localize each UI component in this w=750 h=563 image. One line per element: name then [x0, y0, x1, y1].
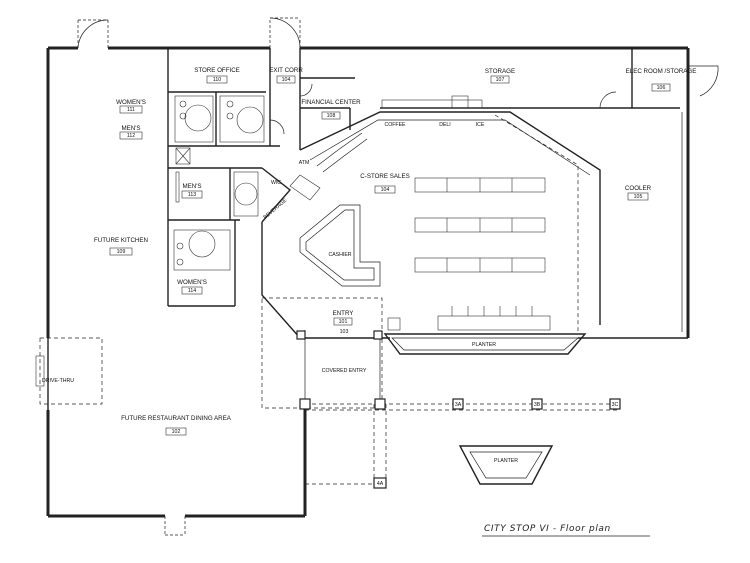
room-name-dining: FUTURE RESTAURANT DINING AREA [121, 415, 232, 422]
label-ice: ICE [476, 122, 485, 128]
room-name-mens-112: MEN'S [121, 125, 140, 132]
free-planter [458, 445, 554, 485]
room-name-storage: STORAGE [485, 68, 515, 75]
room-name-mens-113: MEN'S [182, 183, 201, 190]
label-planter: PLANTER [472, 342, 496, 348]
label-covered-entry: COVERED ENTRY [322, 368, 367, 374]
drawing-title: CITY STOP VI - Floor plan [482, 524, 650, 537]
room-name-financial-center: FINANCIAL CENTER [301, 99, 361, 106]
label-deli: DELI [439, 122, 451, 128]
restroom-fixtures [173, 95, 265, 271]
room-number-financial-center: 108 [327, 113, 336, 119]
planter [383, 333, 587, 355]
label-col-3b: 3B [534, 402, 541, 408]
room-number-dining: 102 [172, 429, 181, 435]
label-atm: ATM [299, 160, 310, 166]
label-drive-thru: DRIVE-THRU [42, 378, 74, 384]
interior-walls [167, 48, 680, 339]
room-name-cooler: COOLER [625, 185, 652, 192]
room-number-mens-112: 112 [127, 133, 135, 139]
room-number-entry: 101 [339, 319, 348, 325]
room-number-storage: 107 [496, 77, 505, 83]
room-number-cooler: 105 [634, 194, 643, 200]
room-name-store-office: STORE OFFICE [194, 67, 240, 74]
label-cashier: CASHIER [328, 252, 351, 258]
doors [77, 17, 719, 536]
room-number-mens-113: 113 [188, 192, 196, 198]
room-number-kitchen: 109 [117, 249, 126, 255]
label-col-4a: 4A [377, 481, 384, 487]
room-number-womens-114: 114 [188, 288, 196, 294]
misc-labels: COFFEE DELI ICE ATM CASHIER PLANTER PLAN… [42, 122, 619, 487]
room-name-womens-111: WOMEN'S [116, 99, 146, 106]
room-number-store-office: 110 [213, 77, 221, 83]
room-number-exit-corr: 104 [282, 77, 291, 83]
room-name-kitchen: FUTURE KITCHEN [94, 237, 148, 244]
drive-thru [35, 337, 103, 410]
label-planter-free: PLANTER [494, 458, 518, 464]
room-labels: WOMEN'S 111 MEN'S 112 STORE OFFICE 110 E… [94, 67, 697, 436]
counters-shelving [289, 95, 551, 331]
label-col-3a: 3A [455, 402, 462, 408]
label-col-3c: 3C [612, 402, 619, 408]
room-name-exit-corr: EXIT CORR [269, 67, 303, 74]
room-number-womens-111: 111 [127, 107, 135, 113]
room-name-elec-room: ELEC ROOM /STORAGE [626, 68, 697, 75]
covered-entry [261, 297, 621, 489]
room-name-cstore: C-STORE SALES [360, 173, 409, 180]
room-number-cstore: 104 [381, 187, 390, 193]
room-name-womens-114: WOMEN'S [177, 279, 207, 286]
room-number-elec-room: 106 [657, 85, 666, 91]
label-coffee: COFFEE [384, 122, 406, 128]
room-name-entry: ENTRY [333, 310, 354, 317]
label-wic: WIC [271, 180, 281, 186]
label-entry-vestibule: 103 [340, 329, 349, 335]
label-beverage: BEVERAGE [262, 197, 288, 220]
title-text: CITY STOP VI - Floor plan [484, 524, 611, 534]
exterior-walls [46, 46, 690, 518]
